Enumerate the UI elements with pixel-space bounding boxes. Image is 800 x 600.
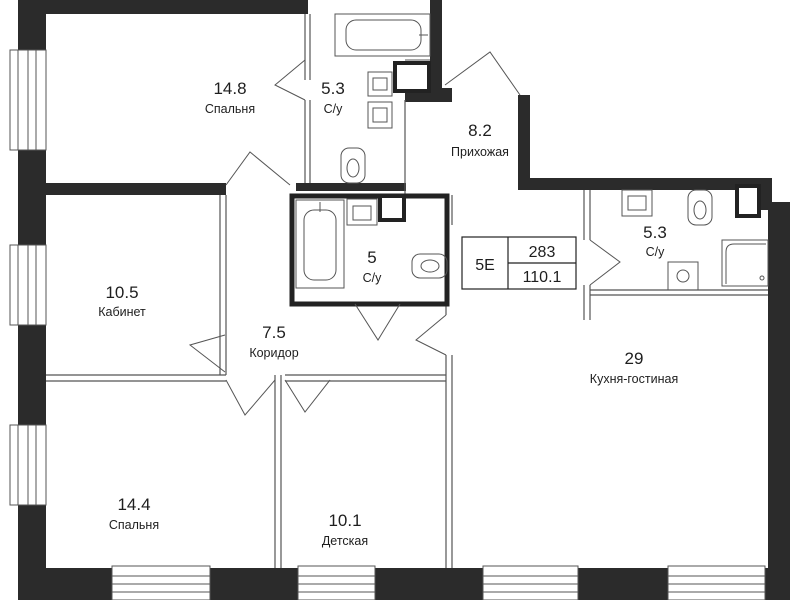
room-name: Детская (322, 534, 368, 548)
windows (9, 49, 766, 600)
room-hallway: 8.2 Прихожая (451, 121, 509, 159)
bathtub-2 (295, 199, 345, 289)
room-area: 5.3 (643, 223, 667, 242)
toilet-3 (687, 189, 713, 226)
room-area: 7.5 (262, 323, 286, 342)
room-kitchen-living: 29 Кухня-гостиная (590, 349, 678, 386)
room-name: Спальня (109, 518, 159, 532)
room-area: 10.1 (328, 511, 361, 530)
bathtub-1 (334, 13, 431, 57)
apartment-type: 5E (475, 257, 495, 274)
room-corridor: 7.5 Коридор (249, 323, 298, 360)
room-area: 29 (625, 349, 644, 368)
room-name: Кухня-гостиная (590, 372, 678, 386)
room-name: Коридор (249, 346, 298, 360)
room-bedroom-1: 14.8 Спальня (205, 79, 255, 116)
room-area: 8.2 (468, 121, 492, 140)
exterior-walls (18, 0, 790, 600)
apartment-total-area: 110.1 (523, 269, 562, 286)
ventilation-shafts (393, 61, 761, 218)
shower-3 (721, 239, 769, 287)
room-name: Спальня (205, 102, 255, 116)
room-bathroom-2: 5 С/у (363, 248, 383, 285)
washing-machine (667, 261, 699, 291)
apartment-number: 283 (529, 244, 556, 261)
room-area: 14.4 (117, 495, 150, 514)
room-bedroom-2: 14.4 Спальня (109, 495, 159, 532)
room-name: С/у (324, 102, 344, 116)
room-bathroom-1: 5.3 С/у (321, 79, 345, 116)
sinks-1 (367, 71, 393, 129)
room-kids: 10.1 Детская (322, 511, 368, 548)
apartment-badge: 5E 283 110.1 (461, 236, 577, 290)
sink-2 (346, 198, 378, 226)
room-area: 10.5 (105, 283, 138, 302)
toilet-1 (340, 147, 366, 184)
room-name: Прихожая (451, 145, 509, 159)
room-name: Кабинет (98, 305, 146, 319)
room-study: 10.5 Кабинет (98, 283, 146, 319)
toilet-2 (411, 253, 448, 279)
doors (188, 51, 621, 416)
room-bathroom-3: 5.3 С/у (643, 223, 667, 259)
room-name: С/у (363, 271, 383, 285)
room-name: С/у (646, 245, 666, 259)
room-area: 14.8 (213, 79, 246, 98)
room-area: 5.3 (321, 79, 345, 98)
room-area: 5 (367, 248, 376, 267)
bathroom-2-walls (289, 193, 450, 307)
sink-3 (621, 189, 653, 217)
